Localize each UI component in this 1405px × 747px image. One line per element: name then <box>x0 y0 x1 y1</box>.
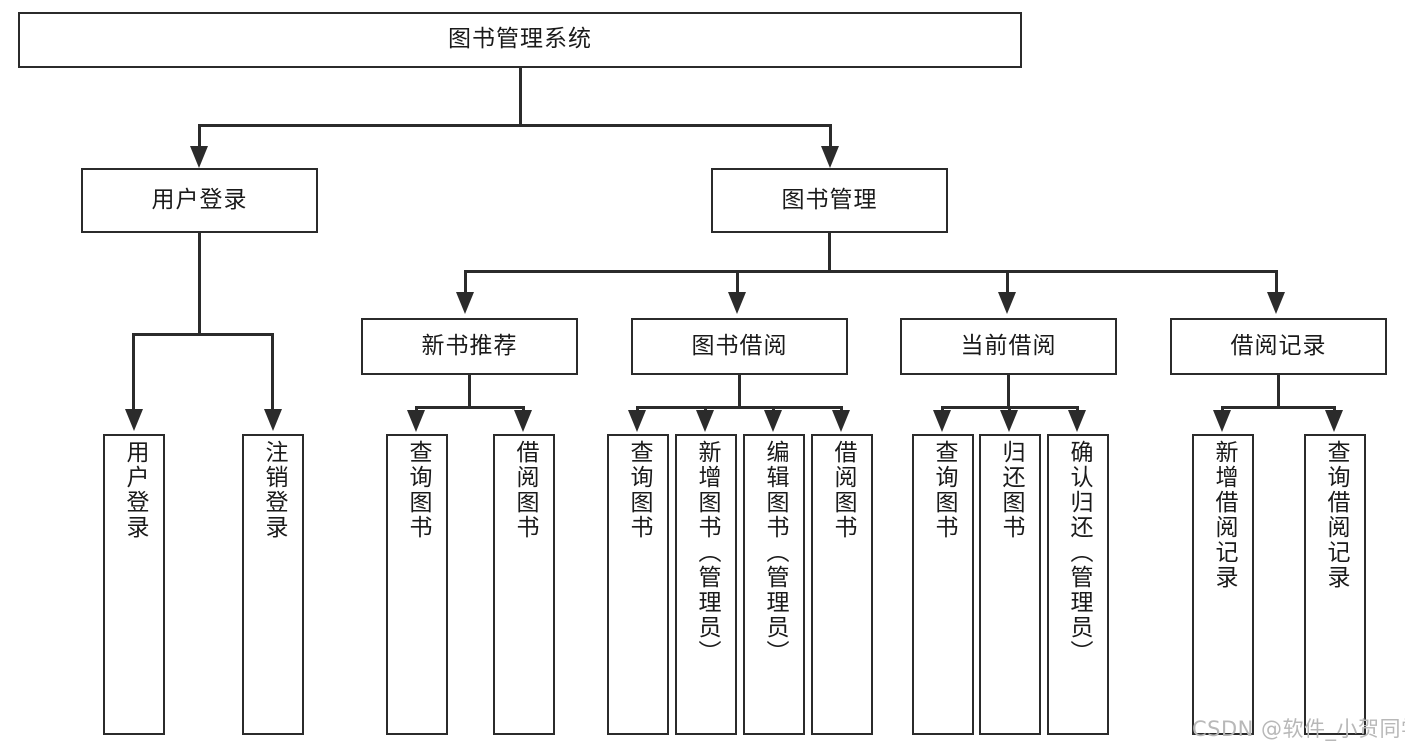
connector-book-borrow-bus <box>636 406 843 409</box>
arrow-bb-to-leaf-1 <box>628 410 646 432</box>
connector-bm-to-current-borrow <box>1006 270 1009 295</box>
leaf-current-borrow-return-book[interactable]: 归还图书 <box>979 434 1041 735</box>
node-label: 用户登录 <box>151 186 248 213</box>
node-user-login[interactable]: 用户登录 <box>81 168 318 233</box>
arrow-bm-to-current-borrow <box>998 292 1016 314</box>
connector-bm-to-borrow-record <box>1275 270 1278 295</box>
arrow-newbook-to-leaf-2 <box>514 410 532 432</box>
node-new-book-recommend[interactable]: 新书推荐 <box>361 318 578 375</box>
leaf-new-book-borrow-book[interactable]: 借阅图书 <box>493 434 555 735</box>
arrow-bm-to-borrow-record <box>1267 292 1285 314</box>
connector-new-book-stem <box>468 375 471 409</box>
arrow-br-to-leaf-2 <box>1325 410 1343 432</box>
leaf-new-book-query-book[interactable]: 查询图书 <box>386 434 448 735</box>
leaf-user-login-logout[interactable]: 注销登录 <box>242 434 304 735</box>
arrow-user-login-to-leaf-2 <box>264 409 282 431</box>
connector-root-stem <box>519 68 522 127</box>
arrow-cb-to-leaf-2 <box>1000 410 1018 432</box>
leaf-borrow-record-query-record[interactable]: 查询借阅记录 <box>1304 434 1366 735</box>
arrow-bm-to-new-book <box>456 292 474 314</box>
leaf-label: 确认归还（管理员） <box>1066 440 1093 665</box>
leaf-label: 新增图书（管理员） <box>694 440 721 665</box>
node-label: 当前借阅 <box>960 332 1057 359</box>
leaf-user-login-login[interactable]: 用户登录 <box>103 434 165 735</box>
leaf-label: 查询图书 <box>405 440 432 540</box>
connector-user-login-to-leaf-2 <box>271 333 274 411</box>
connector-user-login-stem <box>198 233 201 335</box>
leaf-current-borrow-query-book[interactable]: 查询图书 <box>912 434 974 735</box>
node-label: 新书推荐 <box>421 332 518 359</box>
leaf-book-borrow-query-book[interactable]: 查询图书 <box>607 434 669 735</box>
arrow-root-to-book-management <box>821 146 839 168</box>
arrow-cb-to-leaf-1 <box>933 410 951 432</box>
leaf-label: 查询图书 <box>931 440 958 540</box>
connector-book-borrow-stem <box>738 375 741 409</box>
leaf-label: 编辑图书（管理员） <box>762 440 789 665</box>
connector-bm-to-book-borrow <box>736 270 739 295</box>
arrow-root-to-user-login <box>190 146 208 168</box>
connector-user-login-bus <box>132 333 274 336</box>
connector-borrow-record-bus <box>1221 406 1336 409</box>
leaf-current-borrow-confirm-return-admin[interactable]: 确认归还（管理员） <box>1047 434 1109 735</box>
connector-root-to-user-login <box>198 124 201 149</box>
arrow-bb-to-leaf-3 <box>764 410 782 432</box>
arrow-bb-to-leaf-4 <box>832 410 850 432</box>
node-borrow-record[interactable]: 借阅记录 <box>1170 318 1387 375</box>
connector-current-borrow-stem <box>1007 375 1010 409</box>
connector-borrow-record-stem <box>1277 375 1280 409</box>
leaf-book-borrow-edit-book-admin[interactable]: 编辑图书（管理员） <box>743 434 805 735</box>
node-label: 图书管理系统 <box>448 26 592 53</box>
arrow-newbook-to-leaf-1 <box>407 410 425 432</box>
leaf-book-borrow-add-book-admin[interactable]: 新增图书（管理员） <box>675 434 737 735</box>
connector-bm-to-new-book <box>464 270 467 295</box>
node-book-management[interactable]: 图书管理 <box>711 168 948 233</box>
node-book-borrow[interactable]: 图书借阅 <box>631 318 848 375</box>
leaf-label: 查询图书 <box>626 440 653 540</box>
node-label: 借阅记录 <box>1230 332 1327 359</box>
connector-book-management-bus <box>464 270 1278 273</box>
leaf-borrow-record-add-record[interactable]: 新增借阅记录 <box>1192 434 1254 735</box>
arrow-cb-to-leaf-3 <box>1068 410 1086 432</box>
arrow-br-to-leaf-1 <box>1213 410 1231 432</box>
leaf-label: 注销登录 <box>261 440 288 540</box>
arrow-bm-to-book-borrow <box>728 292 746 314</box>
leaf-label: 查询借阅记录 <box>1323 440 1350 590</box>
node-label: 图书管理 <box>781 186 878 213</box>
leaf-label: 借阅图书 <box>830 440 857 540</box>
leaf-label: 用户登录 <box>122 440 149 540</box>
node-root-book-management-system[interactable]: 图书管理系统 <box>18 12 1022 68</box>
node-current-borrow[interactable]: 当前借阅 <box>900 318 1117 375</box>
arrow-user-login-to-leaf-1 <box>125 409 143 431</box>
connector-user-login-to-leaf-1 <box>132 333 135 411</box>
connector-new-book-bus <box>415 406 525 409</box>
arrow-bb-to-leaf-2 <box>696 410 714 432</box>
connector-root-bus <box>198 124 832 127</box>
leaf-label: 新增借阅记录 <box>1211 440 1238 590</box>
csdn-watermark: CSDN @软件_小贺同学 <box>1192 717 1405 741</box>
connector-root-to-book-management <box>829 124 832 149</box>
node-label: 图书借阅 <box>691 332 788 359</box>
leaf-book-borrow-borrow-book[interactable]: 借阅图书 <box>811 434 873 735</box>
connector-book-management-stem <box>828 233 831 273</box>
leaf-label: 借阅图书 <box>512 440 539 540</box>
leaf-label: 归还图书 <box>998 440 1025 540</box>
